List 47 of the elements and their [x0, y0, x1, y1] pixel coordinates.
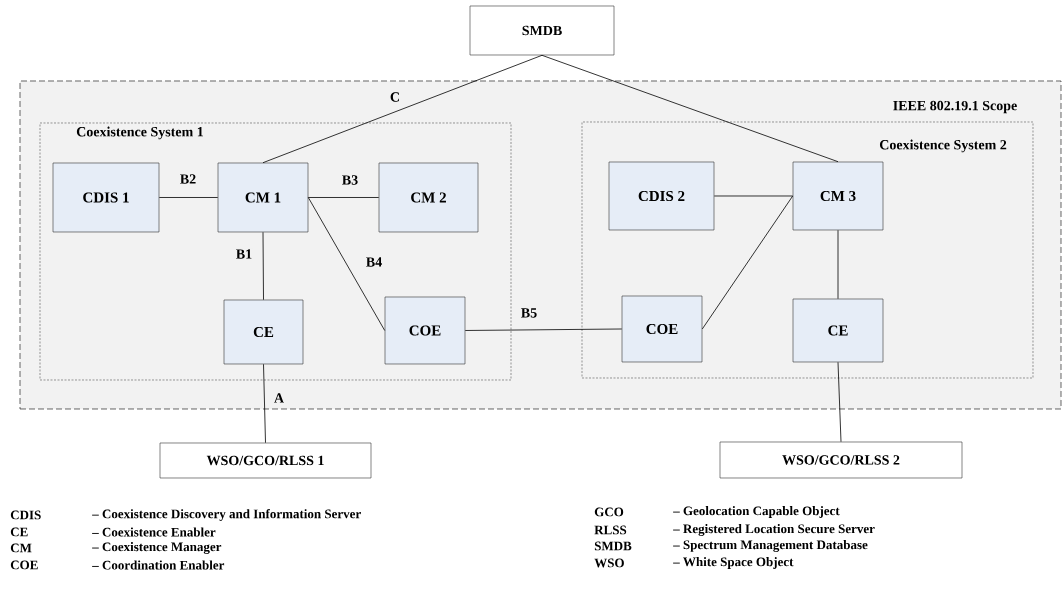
definition: – Geolocation Capable Object — [673, 506, 840, 518]
definition: – Coordination Enabler — [92, 560, 225, 570]
connector-line — [837, 361, 842, 443]
edge-label: C — [388, 91, 402, 103]
component-box: CE — [223, 299, 304, 365]
abbreviation: RLSS — [594, 525, 627, 535]
connector-line — [701, 195, 794, 330]
edge-label: B3 — [340, 174, 360, 186]
component-box: CE — [792, 298, 884, 363]
component-box: CDIS 1 — [52, 162, 160, 233]
abbreviation: GCO — [594, 507, 624, 517]
component-box: COE — [384, 296, 466, 365]
abbreviation: CDIS — [10, 510, 41, 520]
component-box: COE — [621, 295, 703, 363]
connector-line — [541, 54, 839, 163]
definition: – White Space Object — [673, 557, 794, 569]
edge-label: B1 — [234, 248, 254, 260]
definition: – Spectrum Management Database — [673, 540, 868, 552]
entity-box: WSO/GCO/RLSS 1 — [159, 442, 372, 479]
component-box: CM 3 — [792, 161, 884, 231]
abbreviation: CE — [10, 527, 28, 537]
component-box: CM 2 — [378, 162, 479, 233]
definition: – Coexistence Manager — [92, 542, 222, 554]
abbreviation: WSO — [594, 558, 624, 568]
connector-line — [307, 197, 380, 198]
abbreviation: CM — [10, 543, 32, 553]
definition: – Coexistence Enabler — [92, 527, 216, 537]
definition: – Registered Location Secure Server — [673, 524, 875, 536]
edge-label: B2 — [178, 173, 198, 185]
edge-label: A — [272, 392, 286, 404]
connector-line — [837, 229, 839, 300]
abbreviation: SMDB — [594, 541, 632, 551]
component-box: CM 1 — [217, 162, 309, 233]
component-box: CDIS 2 — [608, 161, 715, 231]
connector-line — [263, 363, 266, 444]
abbreviation: COE — [10, 560, 38, 570]
edge-label: B4 — [364, 256, 384, 268]
definition: – Coexistence Discovery and Information Server — [92, 509, 361, 521]
entity-box: SMDB — [469, 5, 615, 56]
connector-line — [713, 195, 794, 197]
entity-box: WSO/GCO/RLSS 2 — [719, 441, 963, 479]
connector-line — [262, 231, 264, 301]
connector-line — [307, 197, 386, 331]
connector-line — [262, 54, 543, 164]
connector-line — [158, 197, 219, 198]
connector-line — [464, 328, 623, 331]
edge-label: B5 — [519, 307, 539, 319]
